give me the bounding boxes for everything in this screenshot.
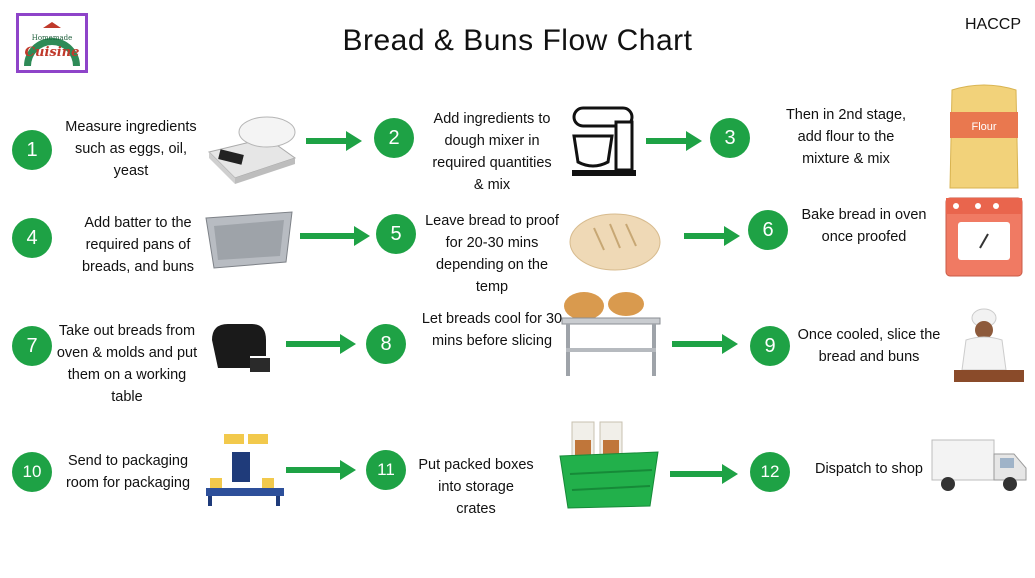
logo-top-text: Homemade <box>32 34 73 42</box>
arrow-1-to-2 <box>306 131 362 151</box>
step-1-text: Measure ingredients such as eggs, oil, y… <box>65 119 197 179</box>
kitchen-scale-icon <box>208 116 297 184</box>
arrow-11-to-12 <box>670 464 738 484</box>
step-6-text: Bake bread in oven once proofed <box>801 207 927 245</box>
step-2-badge: 2 <box>374 118 414 158</box>
step-9-text: Once cooled, slice the bread and buns <box>797 327 941 365</box>
arrow-7-to-8 <box>286 334 356 354</box>
step-12-text: Dispatch to shop <box>814 461 923 477</box>
packaging-line-icon <box>206 434 284 506</box>
flour-bag-icon: Flour <box>949 84 1019 189</box>
arrow-8-to-9 <box>672 334 738 354</box>
step-1-badge: 1 <box>12 130 52 170</box>
step-5-text: Leave bread to proof for 20-30 mins depe… <box>425 213 559 295</box>
step-7-text: Take out breads from oven & molds and pu… <box>56 323 198 405</box>
step-5-badge: 5 <box>376 214 416 254</box>
step-9-badge: 9 <box>750 326 790 366</box>
work-table-bread-icon <box>561 292 661 376</box>
step-8-badge: 8 <box>366 324 406 364</box>
loaf-pan-icon <box>205 211 293 269</box>
step-3-text: Then in 2nd stage, add flour to the mixt… <box>785 107 907 167</box>
step-11-badge: 11 <box>366 450 406 490</box>
arrow-10-to-11 <box>286 460 356 480</box>
step-4-text: Add batter to the required pans of bread… <box>81 215 195 275</box>
step-12-badge: 12 <box>750 452 790 492</box>
step-4-badge: 4 <box>12 218 52 258</box>
arrow-4-to-5 <box>300 226 370 246</box>
step-8-text: Let breads cool for 30 mins before slici… <box>421 311 563 349</box>
page-title: Bread & Buns Flow Chart <box>342 24 693 57</box>
bread-dough-icon <box>569 213 661 271</box>
delivery-truck-icon <box>931 439 1027 491</box>
arrow-5-to-6 <box>684 226 740 246</box>
step-11-text: Put packed boxes into storage crates <box>418 457 534 517</box>
oven-icon <box>945 197 1023 277</box>
stand-mixer-icon <box>572 106 636 176</box>
logo-graphic: Homemade Cuisine <box>24 22 80 66</box>
step-6-badge: 6 <box>748 210 788 250</box>
step-3-badge: 3 <box>710 118 750 158</box>
arrow-2-to-3 <box>646 131 702 151</box>
storage-crate-icon <box>559 421 659 509</box>
haccp-tag: HACCP <box>964 16 1021 33</box>
chef-slicing-icon <box>954 308 1024 382</box>
oven-mitt-icon <box>212 324 270 372</box>
cuisine-logo: Homemade Cuisine <box>16 13 88 73</box>
logo-main-text: Cuisine <box>25 45 80 60</box>
step-7-badge: 7 <box>12 326 52 366</box>
flour-label: Flour <box>971 121 996 133</box>
step-2-text: Add ingredients to dough mixer in requir… <box>432 111 552 193</box>
step-10-text: Send to packaging room for packaging <box>65 453 191 491</box>
step-10-badge: 10 <box>12 452 52 492</box>
